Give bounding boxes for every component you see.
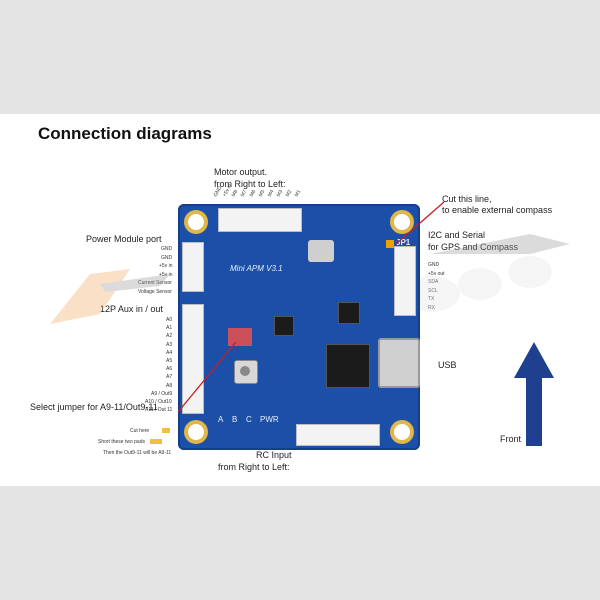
reset-button: [234, 360, 258, 384]
i2c-pin-label: RX: [428, 305, 435, 311]
i2c-title-line1: I2C and Serial: [428, 230, 486, 240]
motor-title-line1: Motor output.: [214, 167, 268, 177]
cut-pad-icon: [162, 428, 170, 433]
aux-pin-label: A3: [166, 341, 173, 348]
short-pad-icon: [150, 439, 162, 444]
jumper-pads: [228, 328, 252, 346]
aux-pin-label: A0: [166, 317, 173, 323]
aux-pin-label: A6: [166, 366, 173, 373]
jp1-pad: [386, 240, 394, 248]
sensor-chip: [274, 316, 294, 336]
i2c-pin-label: SCL: [428, 288, 438, 294]
i2c-title-line2: for GPS and Compass: [428, 242, 518, 252]
flight-controller-board: Mini APM V3.1 JP1 A B C PWR: [178, 204, 420, 450]
aux-pin-label: A1: [166, 325, 173, 332]
silk-b: B: [232, 415, 238, 424]
mount-hole-icon: [390, 420, 414, 444]
aux-pin-label: A10 / Out10: [145, 399, 172, 405]
i2c-pin-label: GND: [428, 262, 440, 268]
aux-pin-label: A2: [166, 333, 173, 340]
silk-c: C: [246, 415, 252, 424]
jumper-pointer-line: [177, 341, 237, 413]
imu-chip: [338, 302, 360, 324]
power-module-pin-label: +5v in: [159, 271, 173, 278]
power-module-connector: [182, 242, 204, 292]
rc-title-line1: RC Input: [256, 450, 292, 460]
board-name-silk: Mini APM V3.1: [230, 264, 283, 273]
rc-title-line2: from Right to Left:: [218, 462, 290, 472]
crystal-oscillator: [308, 240, 334, 262]
aux-pin-label: A8: [166, 382, 173, 389]
i2c-pin-label: TX: [428, 296, 434, 302]
jp1-silk: JP1: [396, 238, 411, 247]
silk-a: A: [218, 415, 224, 424]
power-module-pin-label: GND: [161, 254, 173, 261]
jumper-note-label: Then the Out9-11 will be A9-11: [103, 450, 172, 456]
diagram-panel: Connection diagrams Motor output. from R…: [0, 114, 600, 486]
i2c-serial-connector: [394, 246, 416, 316]
jumper-label: Select jumper for A9-11/Out9-11: [30, 402, 158, 412]
cut-note-line1: Cut this line,: [442, 194, 492, 204]
aux-pin-label: A7: [166, 374, 173, 381]
front-label: Front: [500, 434, 522, 444]
aux-pin-label: A9 / Out9: [151, 390, 173, 397]
motor-title-line2: from Right to Left:: [214, 179, 286, 189]
usb-port: [378, 338, 420, 388]
usb-label: USB: [438, 360, 457, 370]
power-module-pin-label: GND: [161, 246, 173, 252]
power-module-pin-label: Current Sensor: [138, 280, 172, 286]
aux-title: 12P Aux in / out: [100, 304, 163, 314]
page-title: Connection diagrams: [38, 124, 212, 143]
main-processor-chip: [326, 344, 370, 388]
cut-pointer-line: [395, 201, 445, 245]
aux-pin-label: A11 / Out 11: [145, 407, 173, 414]
front-arrow-icon: [514, 342, 554, 446]
aux-pin-label: A5: [166, 358, 173, 364]
mount-hole-icon: [390, 210, 414, 234]
mount-hole-icon: [184, 420, 208, 444]
aux-pin-label: A4: [166, 349, 173, 356]
motor-output-connector: [218, 208, 302, 232]
mount-hole-icon: [184, 210, 208, 234]
rc-input-connector: [296, 424, 380, 446]
silk-pwr: PWR: [260, 415, 279, 424]
power-module-title: Power Module port: [86, 234, 162, 244]
jumper-note-label: Short these two pads: [98, 439, 145, 445]
watermark-logo-icon: [50, 234, 570, 324]
jumper-note-label: Cut here: [130, 428, 150, 434]
pointer-lines: [177, 201, 445, 413]
i2c-pin-label: SDA: [428, 279, 438, 285]
i2c-pin-label: +5v out: [428, 270, 445, 277]
power-module-pin-label: +5v in: [159, 263, 173, 269]
cut-note-line2: to enable external compass: [442, 205, 553, 215]
power-module-pin-label: Voltage Sensor: [138, 288, 172, 295]
